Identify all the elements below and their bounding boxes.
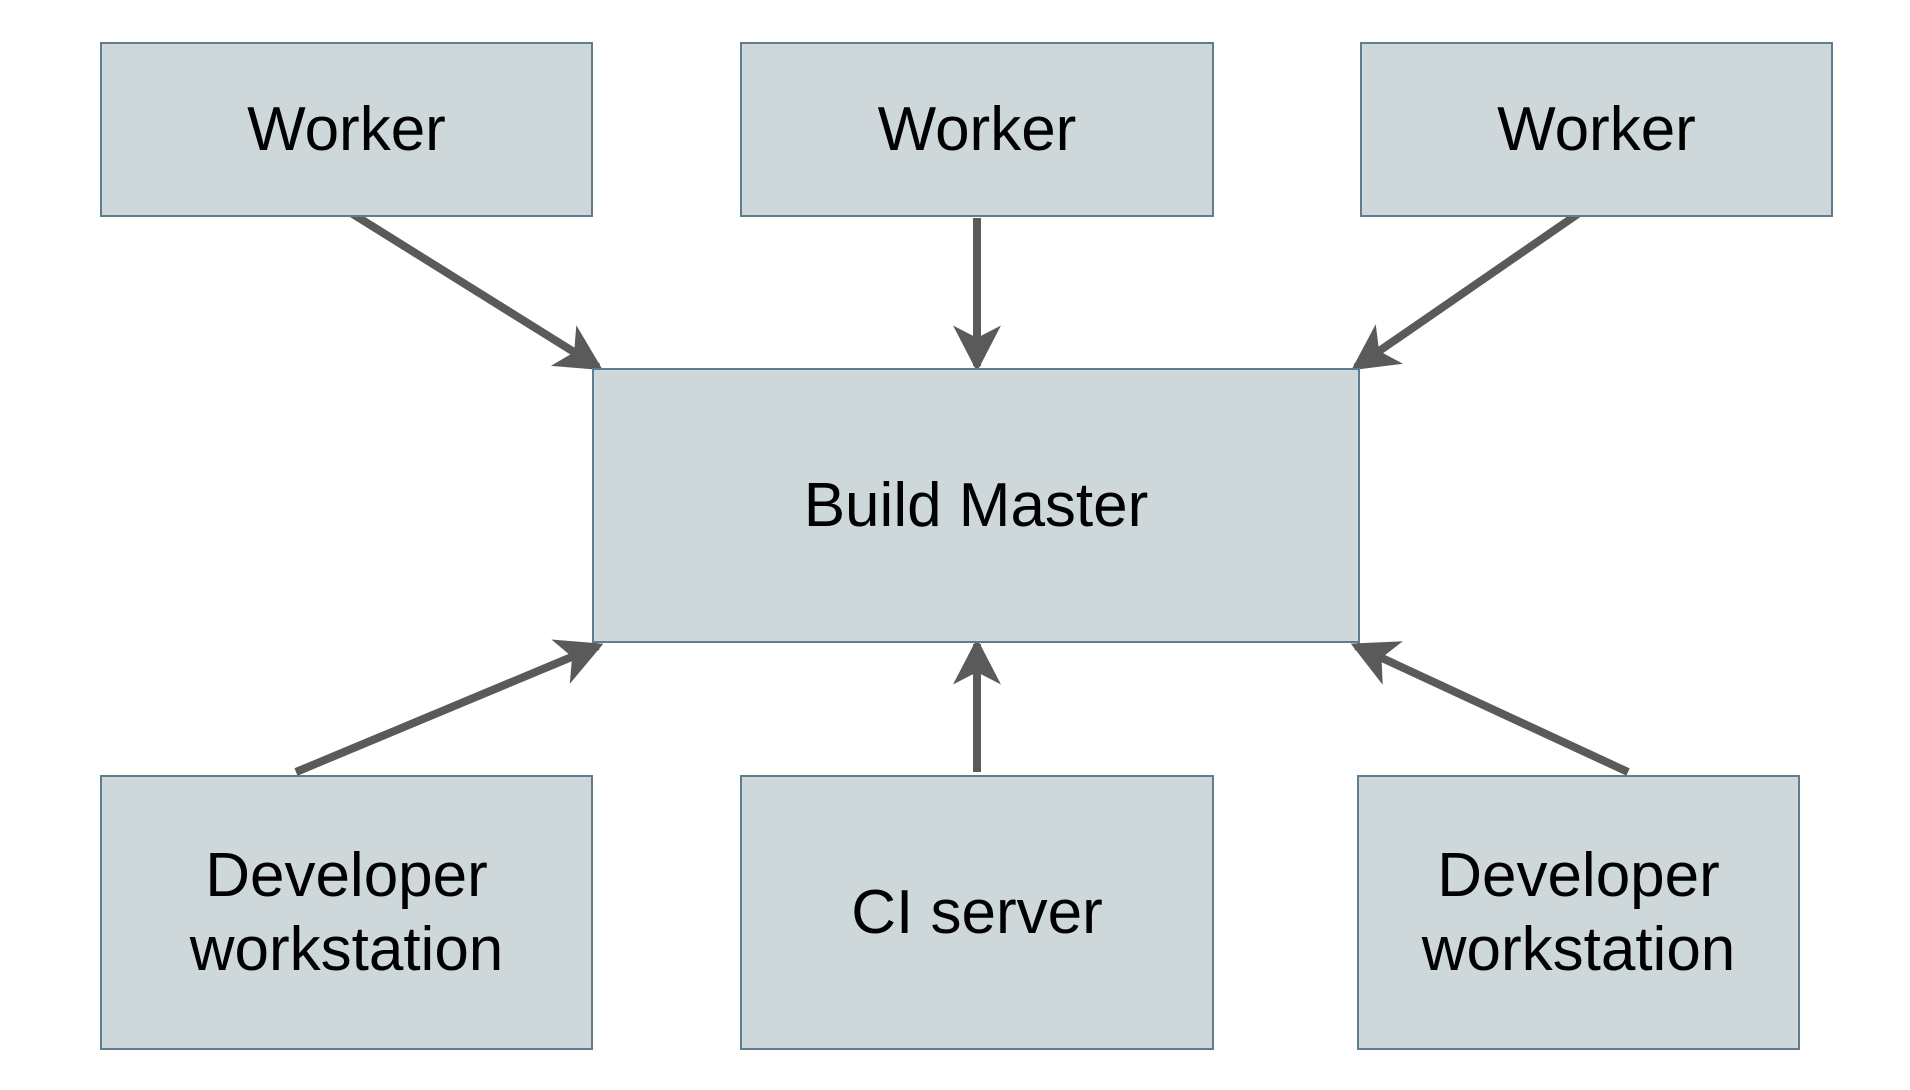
node-label: Developer workstation	[189, 841, 504, 984]
node-label: Build Master	[803, 470, 1149, 540]
node-build-master[interactable]: Build Master	[592, 368, 1360, 643]
node-label: Developer workstation	[1421, 841, 1736, 984]
node-label: Worker	[1497, 94, 1696, 164]
node-worker-3[interactable]: Worker	[1360, 42, 1833, 217]
node-developer-workstation-left[interactable]: Developer workstation	[100, 775, 593, 1050]
node-ci-server[interactable]: CI server	[740, 775, 1214, 1050]
edge-devleft-to-master	[294, 639, 604, 776]
node-developer-workstation-right[interactable]: Developer workstation	[1357, 775, 1800, 1050]
node-label: Worker	[877, 94, 1077, 164]
edge-devright-to-master	[1350, 641, 1630, 776]
node-worker-2[interactable]: Worker	[740, 42, 1214, 217]
node-label: CI server	[851, 877, 1103, 947]
node-worker-1[interactable]: Worker	[100, 42, 593, 217]
node-label: Worker	[247, 94, 446, 164]
